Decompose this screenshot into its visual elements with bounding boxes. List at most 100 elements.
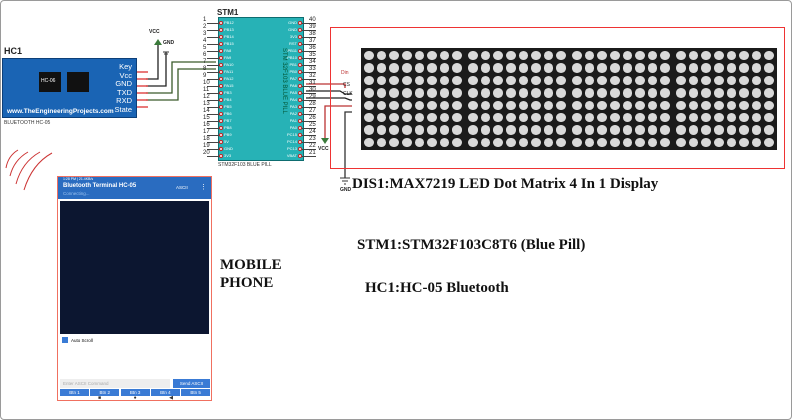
stm-pin-dot: [298, 84, 302, 88]
checkbox-icon[interactable]: [62, 337, 68, 343]
led-dot: [701, 100, 711, 110]
stm-pin-number: 17: [203, 129, 210, 135]
stm-pin-dot: [298, 49, 302, 53]
led-dot: [427, 51, 437, 61]
stm-pin-line: [302, 100, 316, 101]
stm-pin-dot: [219, 49, 223, 53]
stm-pin-label: PB12: [224, 20, 234, 25]
autoscroll-checkbox[interactable]: Auto Scroll: [62, 337, 93, 343]
led-dot: [480, 137, 491, 147]
stm-pin-number: 8: [203, 66, 207, 72]
stm-pin-dot: [298, 21, 302, 25]
led-dot: [389, 51, 399, 61]
macro-button[interactable]: Btn 2: [90, 389, 120, 396]
dis1-label: DIS1:MAX7219 LED Dot Matrix 4 In 1 Displ…: [352, 176, 659, 192]
status-bar: 1:28 PM | 21.4KB/s: [63, 177, 94, 181]
stm-pin-number: 24: [309, 129, 316, 135]
led-dot: [518, 75, 529, 86]
stm-pin-dot: [219, 126, 223, 130]
led-dot: [505, 63, 516, 73]
led-dot: [635, 75, 645, 86]
vcc-symbol-dis: [321, 138, 329, 144]
led-dot: [751, 100, 762, 110]
led-dot: [701, 137, 711, 147]
stm-pin-label: PA6: [289, 83, 297, 88]
stm-pin-dot: [219, 105, 223, 109]
stm-pin-line: [302, 44, 316, 45]
led-dot: [452, 51, 462, 61]
led-dot: [389, 88, 399, 98]
stm-pin-label: PB5: [224, 104, 232, 109]
macro-button[interactable]: Btn 4: [150, 389, 180, 396]
led-dot: [364, 75, 374, 86]
hc-chip: HC-06: [39, 72, 61, 92]
led-dot: [543, 112, 554, 123]
led-dot: [597, 63, 607, 73]
led-dot: [556, 137, 566, 147]
stm-pin-label: PB4: [224, 97, 232, 102]
led-dot: [751, 63, 762, 73]
ascii-mode-button[interactable]: ASCII: [176, 185, 188, 190]
stm-pin-dot: [298, 77, 302, 81]
stm-pin-label: 3V3: [289, 34, 297, 39]
led-dot: [572, 51, 582, 61]
led-dot: [493, 112, 503, 123]
home-icon[interactable]: ●: [133, 395, 137, 401]
led-dot: [364, 112, 374, 123]
led-dot: [480, 88, 491, 98]
stm-pin-line: [207, 156, 221, 157]
led-dot: [622, 63, 633, 73]
led-dot: [726, 63, 737, 73]
stm-pin-dot: [219, 70, 223, 74]
recent-apps-icon[interactable]: ■: [98, 395, 102, 401]
stm-pin-line: [207, 72, 221, 73]
led-matrix-module: [569, 48, 673, 150]
stm-pin-label: PC13: [286, 146, 297, 151]
led-dot: [701, 112, 711, 123]
stm-pin-number: 39: [309, 24, 316, 30]
led-dot: [389, 125, 399, 135]
led-dot: [531, 100, 541, 110]
led-dot: [452, 88, 462, 98]
led-dot: [556, 100, 566, 110]
led-dot: [647, 88, 658, 98]
menu-icon[interactable]: ⋮: [200, 184, 207, 191]
led-dot: [739, 88, 749, 98]
macro-button[interactable]: Btn 5: [181, 389, 211, 396]
macro-button[interactable]: Btn 1: [60, 389, 89, 396]
stm-pin-number: 12: [203, 94, 210, 100]
led-dot: [414, 88, 425, 98]
led-dot: [647, 75, 658, 86]
stm-pin-label: PC15: [286, 132, 297, 137]
led-dot: [505, 75, 516, 86]
led-dot: [701, 51, 711, 61]
stm-pin-dot: [298, 112, 302, 116]
wire-clk: [306, 97, 352, 101]
led-dot: [439, 63, 450, 73]
led-dot: [531, 63, 541, 73]
stm-pin-number: 18: [203, 136, 210, 142]
stm-pin-label: 5V: [224, 139, 229, 144]
stm-pin-line: [207, 149, 221, 150]
macro-button[interactable]: Btn 3: [120, 389, 150, 396]
led-dot: [584, 51, 595, 61]
led-dot: [609, 51, 620, 61]
command-input[interactable]: Enter ASCII Command: [60, 379, 170, 388]
led-dot: [389, 75, 399, 86]
led-dot: [609, 63, 620, 73]
led-dot: [660, 75, 670, 86]
stm-pin-label: PA0: [289, 125, 297, 130]
back-icon[interactable]: ◀: [169, 395, 173, 401]
led-dot: [543, 63, 554, 73]
led-dot: [427, 125, 437, 135]
led-dot: [401, 112, 412, 123]
led-dot: [572, 137, 582, 147]
led-dot: [713, 88, 724, 98]
led-dot: [389, 100, 399, 110]
stm-pin-line: [302, 23, 316, 24]
mobile-label-line1: MOBILE: [220, 257, 282, 273]
led-dot: [505, 51, 516, 61]
led-dot: [439, 51, 450, 61]
led-dot: [376, 100, 387, 110]
send-ascii-button[interactable]: Send ASCII: [173, 379, 210, 388]
